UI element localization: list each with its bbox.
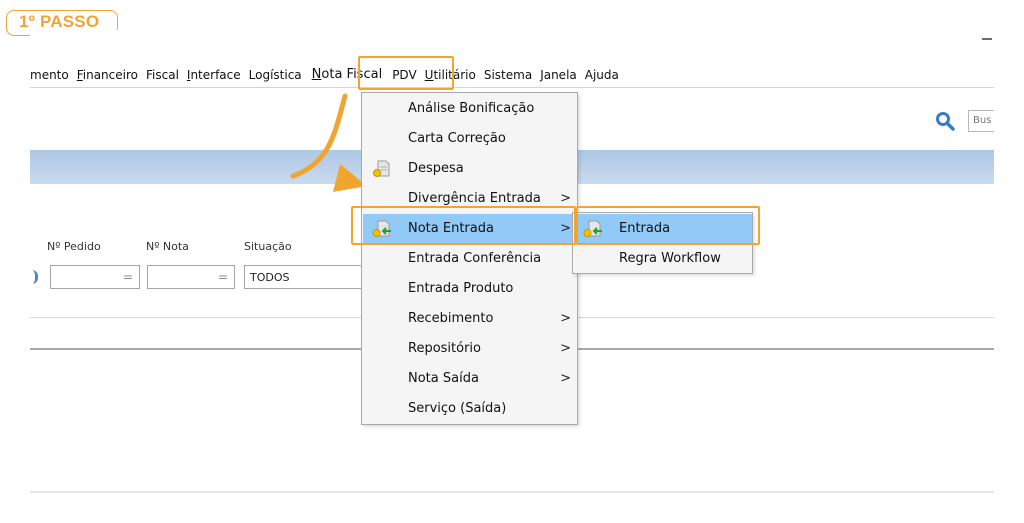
highlight-entrada — [576, 206, 760, 245]
menu-item-logistica[interactable]: Logística — [248, 67, 302, 82]
menu-item-janela[interactable]: Janela — [540, 67, 577, 82]
menu-item-label: tilitário — [433, 67, 476, 82]
menu-item-nota-saida[interactable]: Nota Saída > — [363, 364, 577, 394]
menu-item-label: ota Fiscal — [321, 67, 383, 82]
nota-label: Nº Nota — [146, 240, 189, 253]
menu-item-interface[interactable]: Interface — [183, 68, 245, 82]
highlight-nota-entrada — [351, 206, 576, 245]
menu-item-label: Entrada Conferência — [408, 251, 542, 266]
menu-item-label: Carta Correção — [408, 131, 506, 146]
menu-item-nota-fiscal[interactable]: Nota Fiscal — [306, 67, 389, 82]
chevron-right-icon: > — [560, 371, 571, 386]
search-icon[interactable] — [935, 111, 955, 131]
chevron-right-icon: > — [560, 341, 571, 356]
menu-item-entrada-conferencia[interactable]: Entrada Conferência — [363, 244, 577, 274]
menu-mnemonic: F — [76, 67, 83, 82]
menu-item-label: Divergência Entrada — [408, 191, 541, 206]
menu-item-mento[interactable]: mento — [30, 67, 69, 82]
document-arrow-icon — [583, 220, 602, 237]
highlight-nota-fiscal — [358, 56, 454, 90]
menu-item-label: Serviço (Saída) — [408, 401, 507, 416]
menu-item-analise-bonificacao[interactable]: Análise Bonificação — [363, 94, 577, 124]
situacao-label: Situação — [244, 240, 292, 253]
chevron-right-icon: > — [560, 191, 571, 206]
menu-item-nota-entrada[interactable]: Nota Entrada > — [363, 214, 577, 244]
menu-item-despesa[interactable]: Despesa — [363, 154, 577, 184]
equals-icon: = — [122, 270, 133, 284]
search-lens-icon[interactable] — [30, 270, 38, 284]
pedido-field[interactable]: = — [50, 265, 140, 289]
menu-item-pdv[interactable]: PDV — [392, 67, 417, 82]
nota-fiscal-dropdown: Análise Bonificação Carta Correção Despe… — [361, 92, 578, 425]
submenu-item-entrada[interactable]: Entrada — [574, 214, 752, 244]
menu-item-utilitario[interactable]: Utilitário — [421, 68, 480, 82]
menu-item-repositorio[interactable]: Repositório > — [363, 334, 577, 364]
menu-item-label: Regra Workflow — [619, 251, 721, 266]
menu-item-label: Repositório — [408, 341, 481, 356]
equals-icon: = — [217, 270, 228, 284]
situacao-select[interactable]: TODOS — [244, 265, 364, 289]
menu-mnemonic: I — [186, 67, 191, 82]
situacao-value: TODOS — [250, 271, 290, 284]
document-coin-icon — [373, 160, 390, 177]
menu-item-fiscal[interactable]: Fiscal — [146, 67, 179, 82]
menu-item-entrada-produto[interactable]: Entrada Produto — [363, 274, 577, 304]
menu-item-ajuda[interactable]: Ajuda — [584, 67, 619, 82]
menu-bar: mento Financeiro Fiscal Interface Logíst… — [30, 62, 994, 88]
pointer-arrow-icon — [290, 93, 367, 192]
menu-mnemonic: U — [424, 67, 434, 82]
menu-item-sistema[interactable]: Sistema — [483, 67, 533, 82]
menu-item-divergencia-entrada[interactable]: Divergência Entrada > — [363, 184, 577, 214]
submenu-item-regra-workflow[interactable]: Regra Workflow — [574, 244, 752, 274]
search-input[interactable]: Bus — [968, 110, 994, 132]
chevron-right-icon: > — [560, 311, 571, 326]
menu-item-label: Nota Saída — [408, 371, 479, 386]
document-arrow-icon — [372, 220, 391, 237]
menu-item-label: Entrada — [619, 221, 671, 236]
menu-mnemonic: N — [311, 67, 322, 82]
menu-item-label: nterface — [190, 67, 241, 82]
menu-item-label: Nota Entrada — [408, 221, 494, 236]
menu-item-financeiro[interactable]: Financeiro — [73, 68, 142, 82]
menu-item-label: Entrada Produto — [408, 281, 514, 296]
menu-item-recebimento[interactable]: Recebimento > — [363, 304, 577, 334]
menu-item-servico-saida[interactable]: Serviço (Saída) — [363, 394, 577, 424]
chevron-right-icon: > — [560, 221, 571, 236]
menu-item-label: Recebimento — [408, 311, 494, 326]
menu-item-label: Despesa — [408, 161, 464, 176]
nota-field[interactable]: = — [147, 265, 235, 289]
menu-item-label: inanceiro — [82, 67, 138, 82]
menu-item-label: Análise Bonificação — [408, 101, 535, 116]
menu-item-carta-correcao[interactable]: Carta Correção — [363, 124, 577, 154]
divider — [30, 491, 994, 493]
minimize-icon[interactable] — [982, 38, 992, 40]
pedido-label: Nº Pedido — [47, 240, 101, 253]
